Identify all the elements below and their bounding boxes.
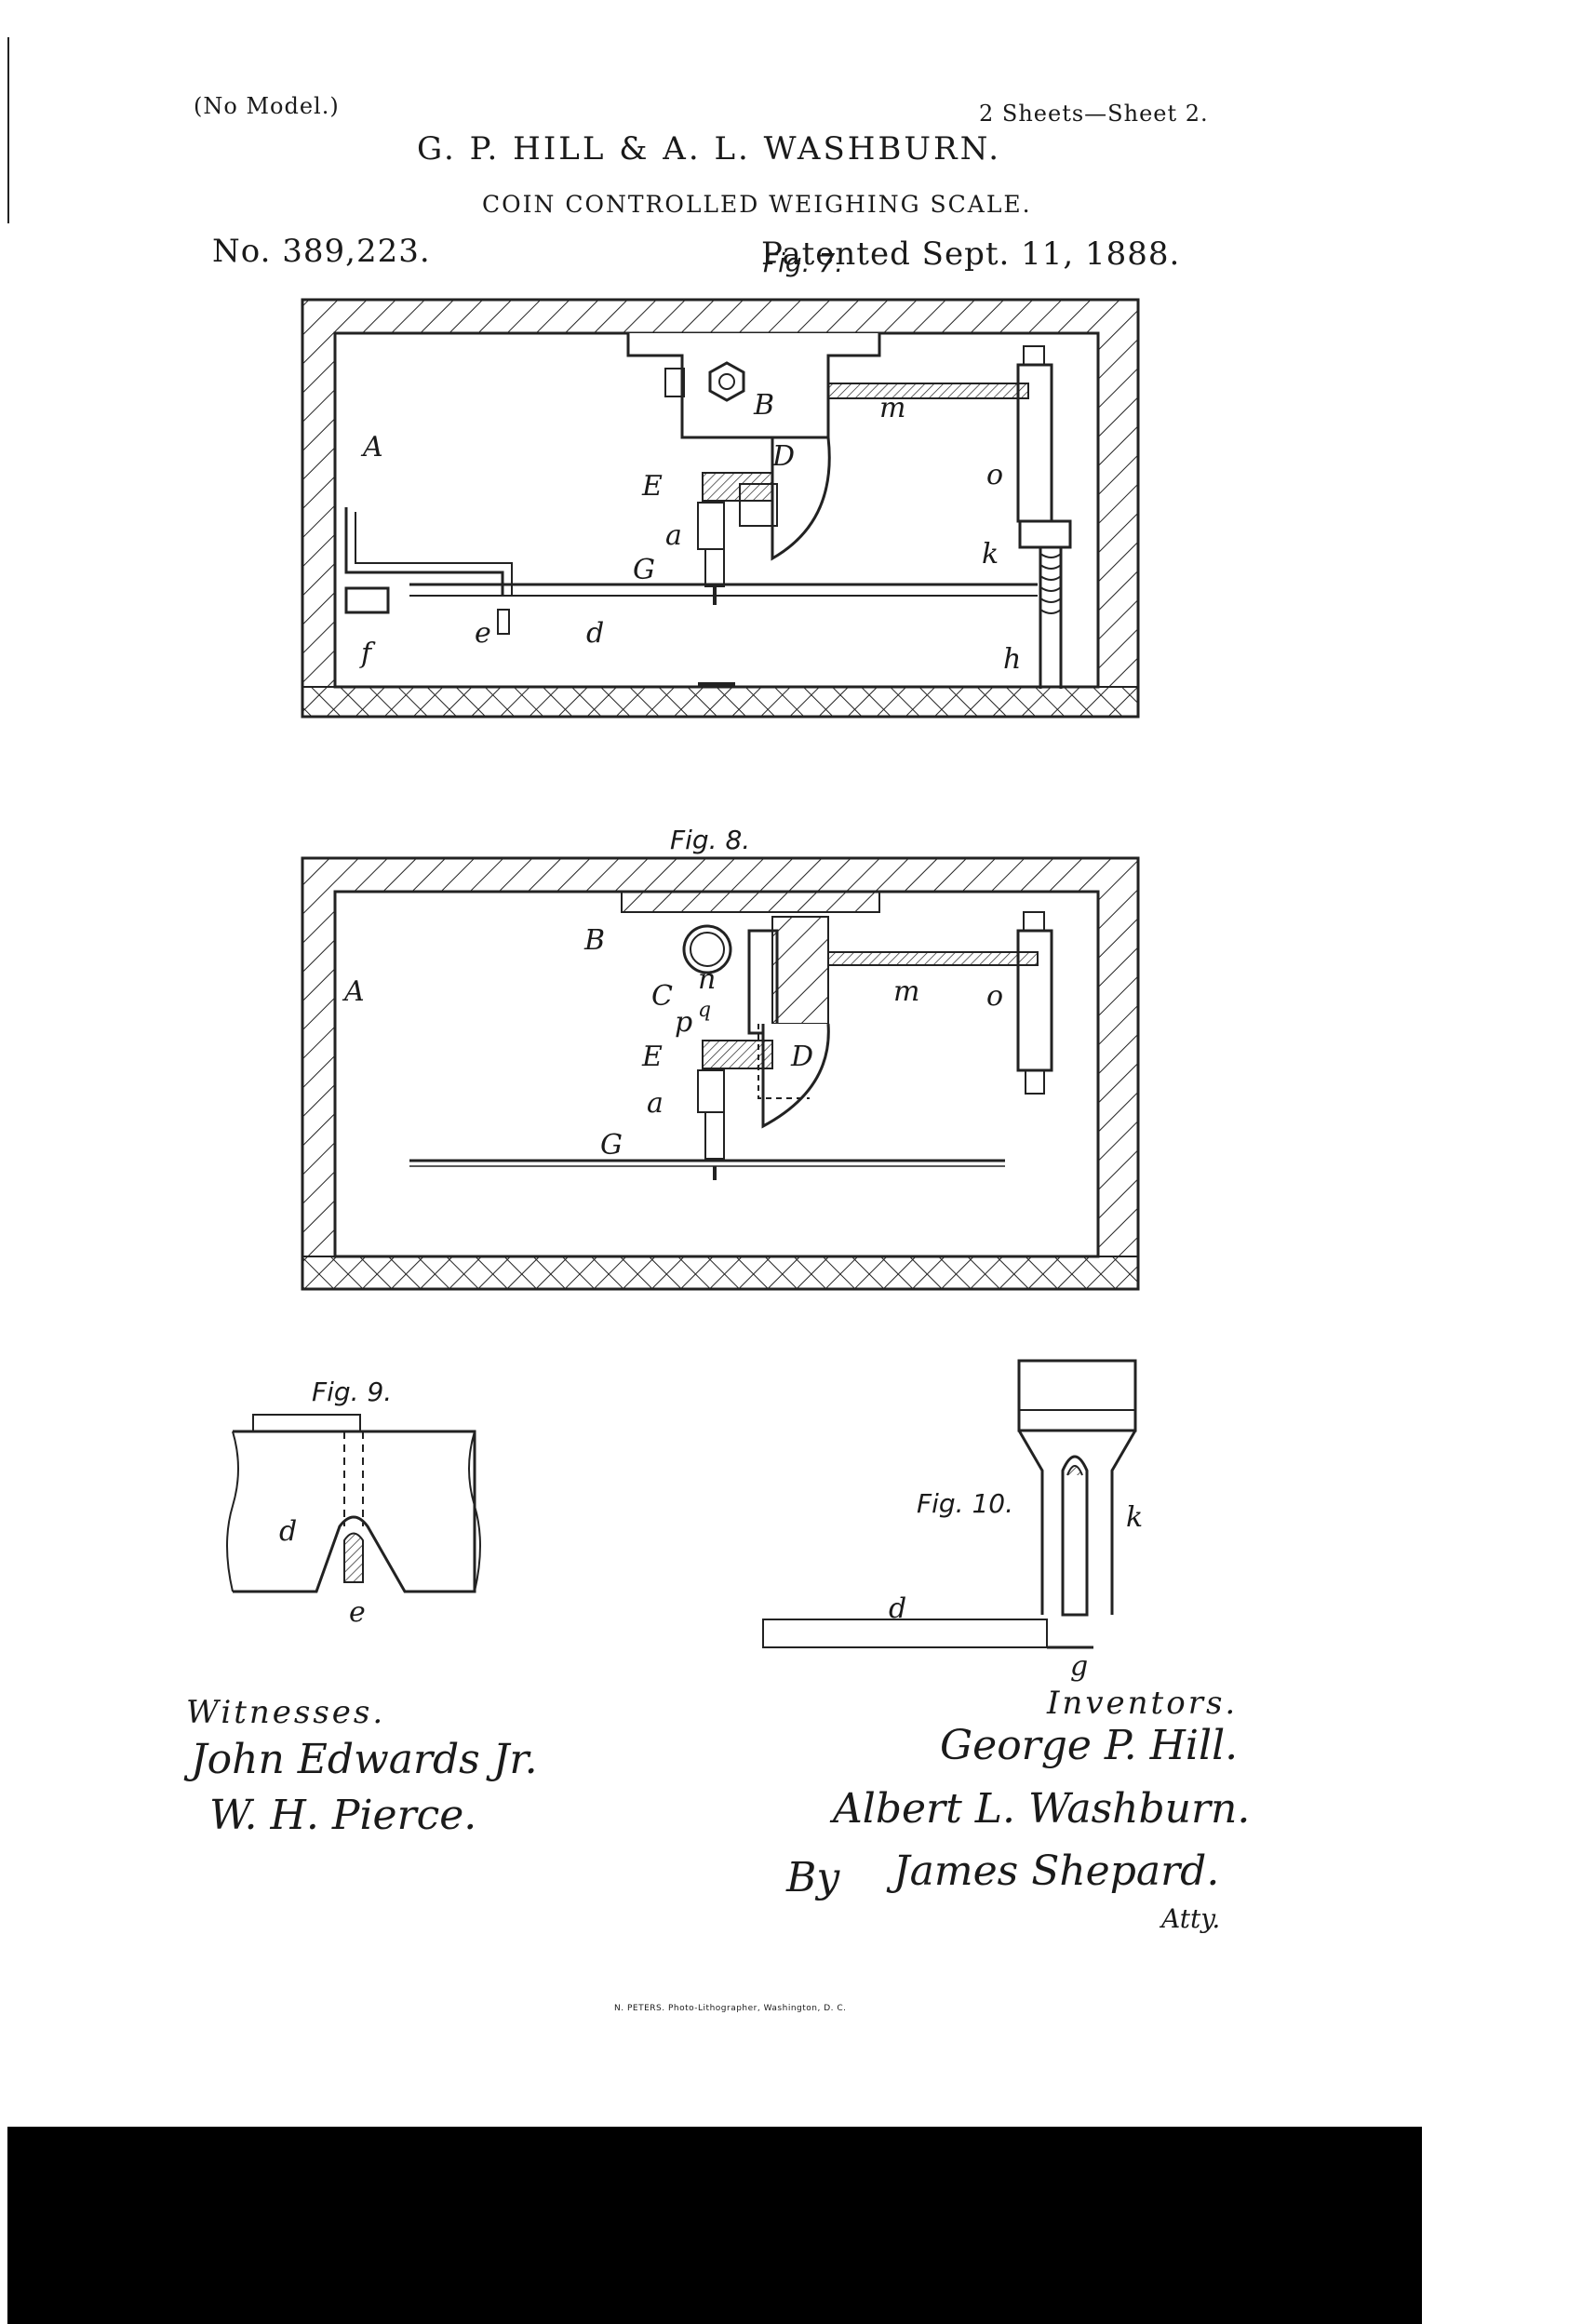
fig8-caption: Fig. 8. xyxy=(670,825,750,855)
fig8-label-g: G xyxy=(600,1129,623,1162)
fig7-block-f xyxy=(344,586,390,614)
fig7-rod-m xyxy=(827,383,1029,399)
fig8-casing xyxy=(301,856,1140,1291)
fig7-label-e-cap: E xyxy=(641,470,663,503)
inventor-1-signature: George P. Hill. xyxy=(940,1722,1239,1769)
model-note: (No Model.) xyxy=(194,93,340,119)
fig8-label-a-cap: A xyxy=(342,975,365,1008)
fig8-label-m: m xyxy=(893,975,919,1008)
fig8-label-n: n xyxy=(698,963,716,996)
fig9-label-d: d xyxy=(279,1515,297,1548)
fig8-label-b: B xyxy=(583,924,605,957)
inventors-line: G. P. HILL & A. L. WASHBURN. xyxy=(417,130,1002,168)
inventors-heading: Inventors. xyxy=(1047,1685,1239,1722)
fig9-label-e: e xyxy=(349,1596,366,1629)
fig10-label-g: g xyxy=(1070,1650,1088,1683)
fig7-label-e: e xyxy=(475,617,491,650)
fig10-label-k: k xyxy=(1126,1501,1143,1534)
fig8-label-p: p xyxy=(675,1006,692,1039)
fig7-hex-nut xyxy=(708,361,745,402)
fig7-gear-e xyxy=(702,472,773,502)
fig9-caption: Fig. 9. xyxy=(312,1377,392,1407)
fig10-caption: Fig. 10. xyxy=(917,1488,1013,1519)
fig8-label-q: q xyxy=(698,999,711,1022)
fig7-label-d-cap: D xyxy=(771,440,795,473)
by-label: By xyxy=(786,1854,840,1901)
fig8-label-a: a xyxy=(647,1087,664,1120)
fig9-pin-e xyxy=(343,1532,364,1583)
witnesses-heading: Witnesses. xyxy=(186,1694,386,1731)
attorney-title: Atty. xyxy=(1161,1903,1221,1934)
fig7-label-g: G xyxy=(633,554,655,586)
figure-10: Fig. 10. k d g xyxy=(762,1359,1143,1683)
attorney-signature: James Shepard. xyxy=(893,1847,1220,1895)
sheet-count: 2 Sheets—Sheet 2. xyxy=(979,101,1209,127)
fig7-label-h: h xyxy=(1003,643,1021,676)
fig8-label-e-cap: E xyxy=(641,1041,663,1073)
fig7-label-a: a xyxy=(665,519,682,552)
fig10-tube-k xyxy=(1061,1455,1089,1617)
fig8-label-o: o xyxy=(986,980,1003,1013)
fig8-label-c: C xyxy=(651,980,673,1013)
scan-border-band xyxy=(7,2127,1422,2324)
fig7-segment-d xyxy=(771,436,831,561)
fig8-base xyxy=(302,1256,1139,1290)
drawing-canvas: Fig. 7. A B m xyxy=(226,248,1143,1683)
fig7-tube-h xyxy=(1039,547,1063,689)
fig7-base xyxy=(302,686,1139,718)
fig7-bracket-b xyxy=(626,333,881,439)
fig7-label-o: o xyxy=(986,459,1003,491)
fig8-coin-c xyxy=(682,924,732,974)
patent-title: COIN CONTROLLED WEIGHING SCALE. xyxy=(482,191,1032,218)
inventor-2-signature: Albert L. Washburn. xyxy=(833,1785,1251,1833)
fig7-label-f: f xyxy=(359,638,376,670)
fig8-plate-b xyxy=(621,891,880,913)
figure-8: Fig. 8. B A C n p q m o E D a G xyxy=(301,825,1140,1291)
figure-7: Fig. 7. A B m xyxy=(301,248,1140,719)
fig7-label-a-cap: A xyxy=(360,431,383,463)
fig8-label-d-cap: D xyxy=(790,1041,813,1073)
fig8-rod-m xyxy=(827,951,1039,966)
patent-date: Patented Sept. 11, 1888. xyxy=(761,235,1181,273)
fig10-cup xyxy=(1017,1359,1137,1432)
scan-edge-rule xyxy=(7,37,9,223)
witness-1-signature: John Edwards Jr. xyxy=(191,1736,538,1783)
fig7-label-b: B xyxy=(753,389,774,422)
fig8-segment-d xyxy=(761,1023,830,1129)
fig7-label-d: d xyxy=(586,617,604,650)
fig7-label-m: m xyxy=(879,392,905,424)
fig10-label-d: d xyxy=(889,1592,906,1625)
fig8-gear-e xyxy=(702,1040,773,1069)
fig9-plate-d xyxy=(233,1430,476,1593)
fig7-caption: Fig. 7. xyxy=(763,248,843,278)
figure-9: Fig. 9. d e xyxy=(226,1377,481,1629)
printer-credit: N. PETERS. Photo-Lithographer, Washingto… xyxy=(614,2004,847,2013)
witness-2-signature: W. H. Pierce. xyxy=(209,1792,477,1839)
patent-number: No. 389,223. xyxy=(212,233,431,270)
fig7-label-k: k xyxy=(982,538,999,571)
